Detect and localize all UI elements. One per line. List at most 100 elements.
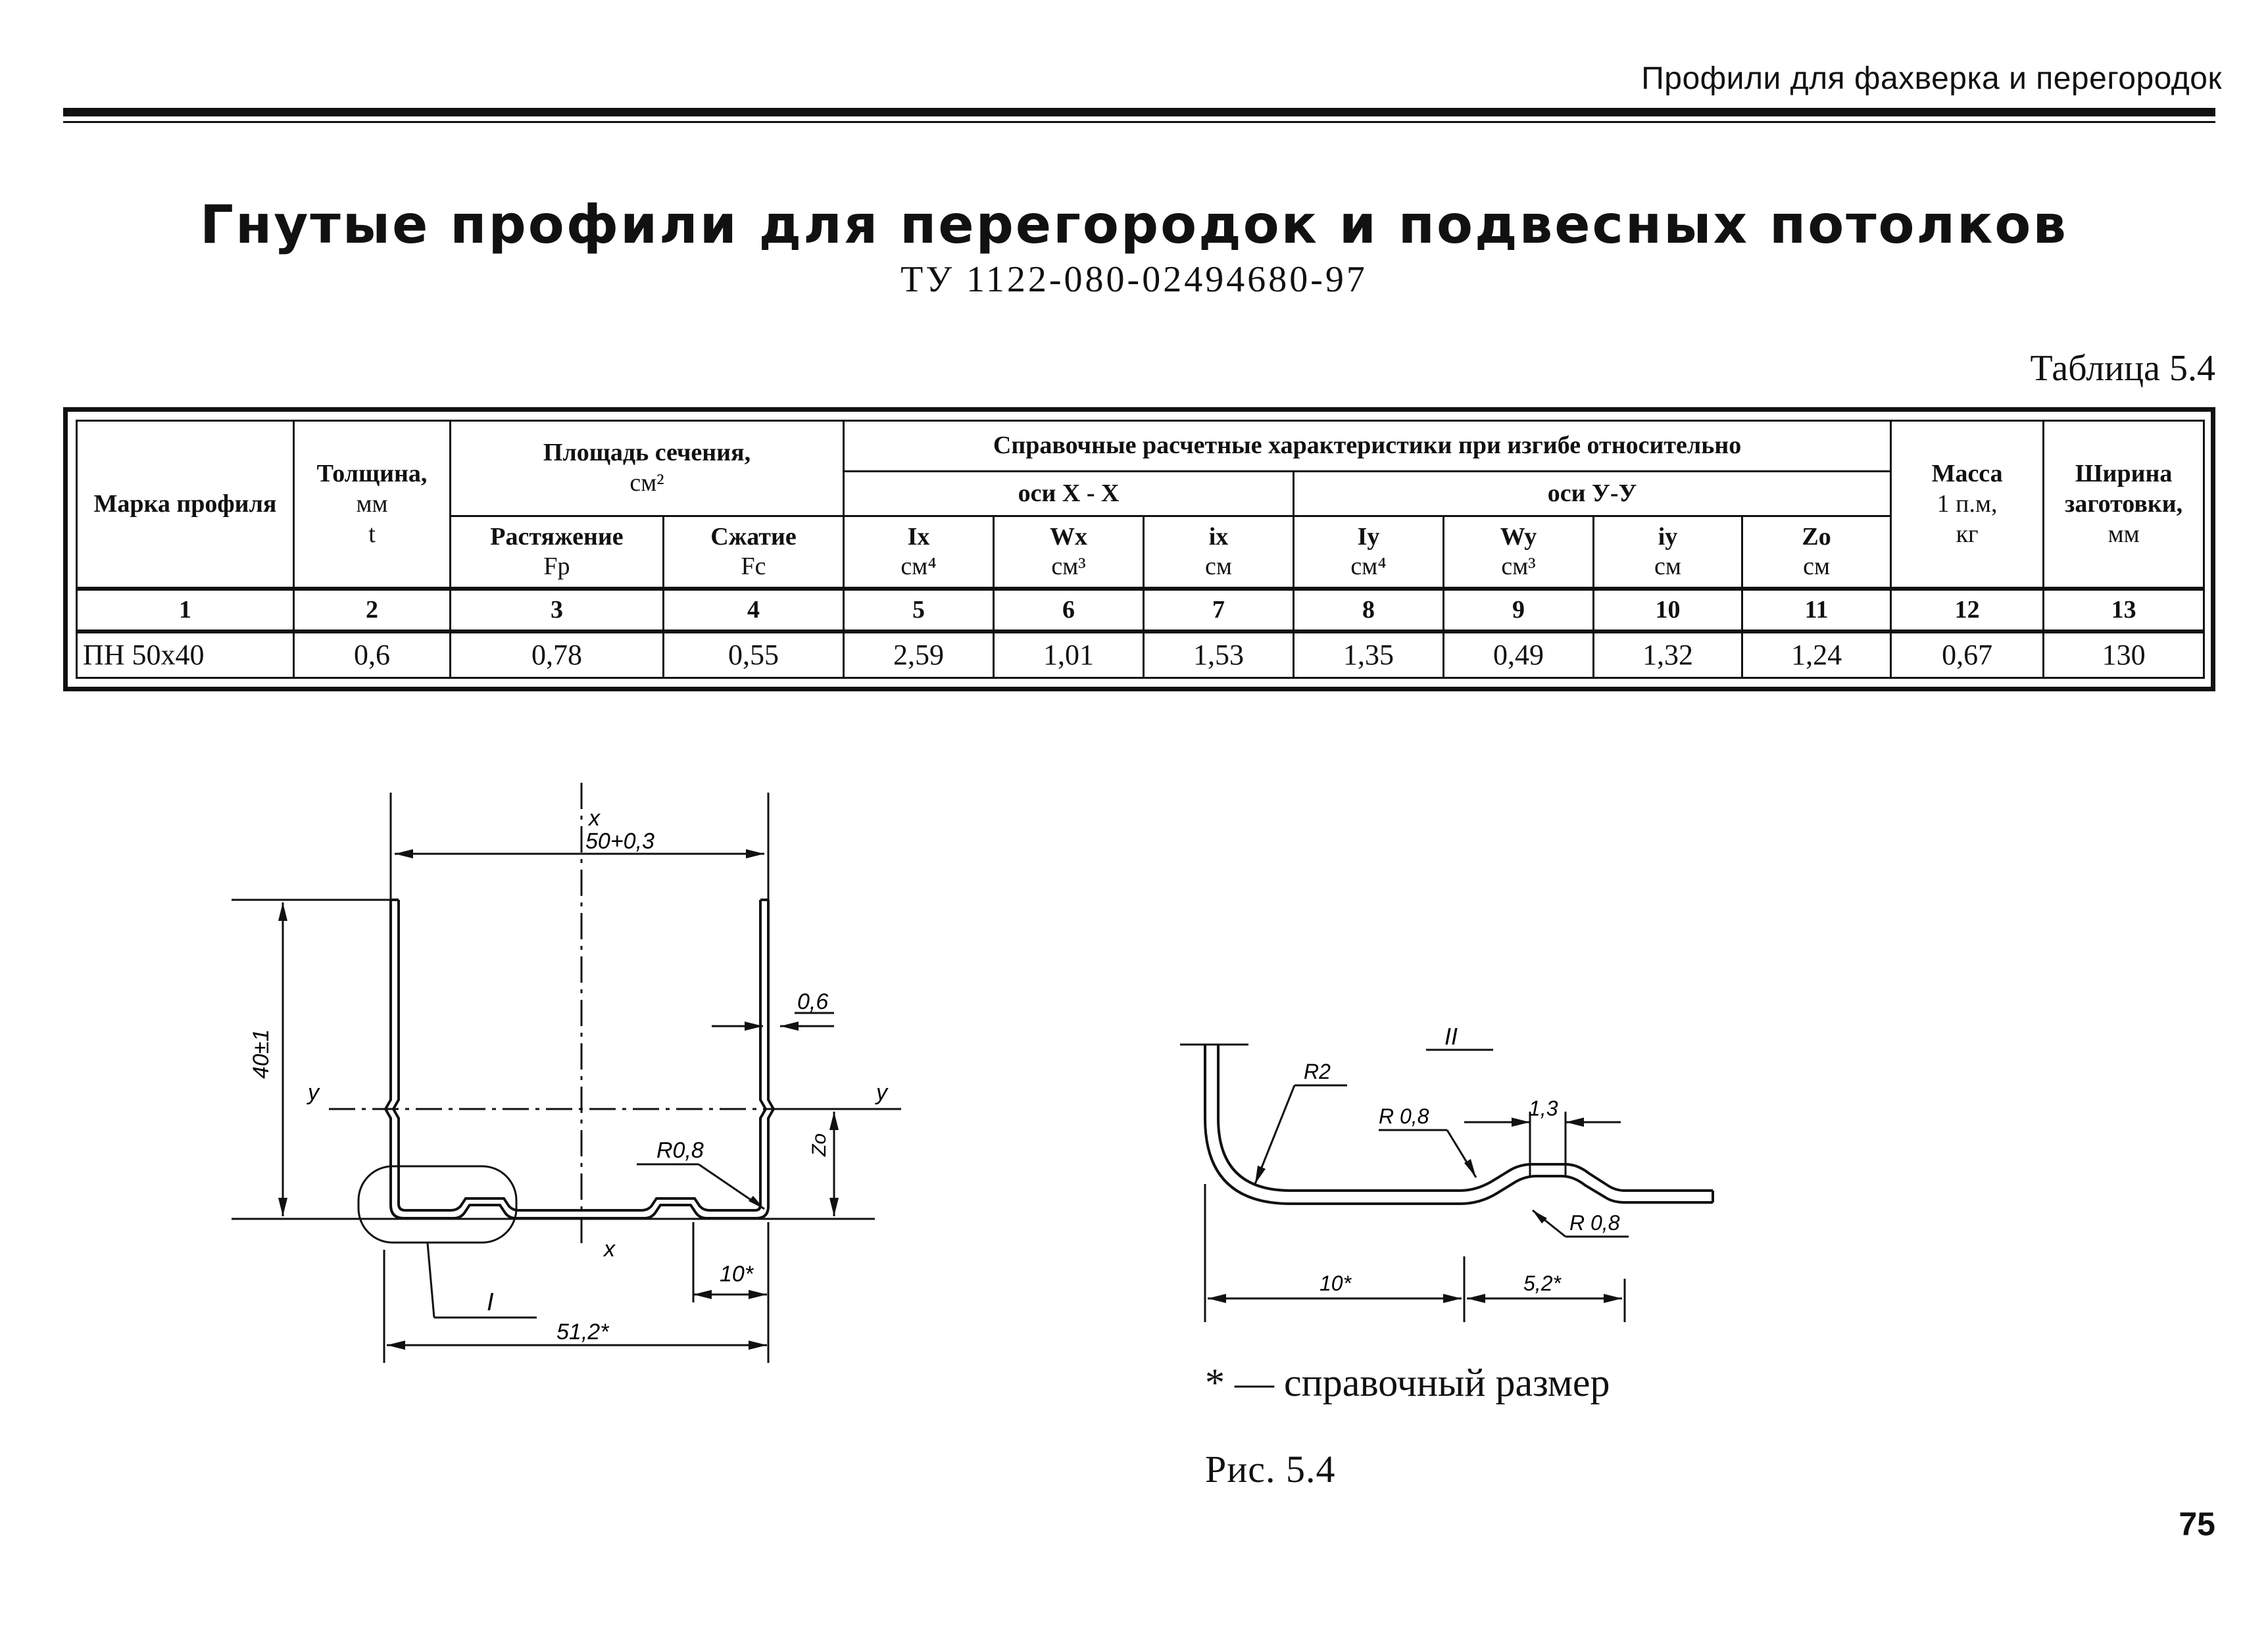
table-frame: Марка профиля Толщина, мм t Площадь сече… <box>63 407 2215 691</box>
header-bending: Справочные расчетные характеристики при … <box>843 420 1892 472</box>
header-axis-x-label: оси X - X <box>1018 479 1120 507</box>
table-cell: 0,67 <box>1890 629 2045 679</box>
column-number: 1 <box>76 587 295 633</box>
header-area-label: Площадь сечения, <box>543 439 751 467</box>
column-number: 7 <box>1143 587 1295 633</box>
column-number: 13 <box>2042 587 2206 633</box>
header-compression-label: Сжатие <box>710 522 797 551</box>
column-number: 4 <box>662 587 845 633</box>
header-ix-label: Ix <box>907 522 930 551</box>
header-compression-sym: Fc <box>741 553 766 581</box>
width-dim-label: 50+0,3 <box>585 829 654 854</box>
spec-table: Марка профиля Толщина, мм t Площадь сече… <box>76 419 2206 679</box>
header-mass-kg: кг <box>1956 520 1979 548</box>
figure-caption: Рис. 5.4 <box>1205 1448 1336 1491</box>
detail-drawing: II R2 R 0,8 1,3 R 0,8 10* 5,2* <box>1180 1023 1714 1322</box>
axis-x-top-label: x <box>587 806 601 831</box>
thickness-dim-label: 0,6 <box>797 989 828 1014</box>
header-thickness-unit: мм <box>356 489 388 518</box>
table-cell: 1,01 <box>993 629 1145 679</box>
table-cell: 0,6 <box>293 629 451 679</box>
column-number: 2 <box>293 587 451 633</box>
header-mass: Масса 1 п.м, кг <box>1890 420 2045 590</box>
detail-dim-10-label: 10* <box>1319 1271 1352 1295</box>
header-ixr-label: ix <box>1208 522 1229 551</box>
header-tension-label: Растяжение <box>490 522 624 551</box>
header-thickness: Толщина, мм t <box>293 420 451 590</box>
header-mark-label: Марка профиля <box>93 489 277 518</box>
header-zo-unit: см <box>1803 553 1831 581</box>
callout-label: I <box>487 1289 494 1316</box>
header-bending-label: Справочные расчетные характеристики при … <box>993 431 1742 459</box>
table-label: Таблица 5.4 <box>2030 348 2215 389</box>
column-number: 6 <box>993 587 1145 633</box>
running-header: Профили для фахверка и перегородок <box>1641 61 2222 96</box>
header-width-label: Ширина <box>2075 460 2173 488</box>
header-axis-y-label: оси У-У <box>1547 479 1637 507</box>
table-cell: 1,35 <box>1293 629 1445 679</box>
dim-10-label: 10* <box>720 1262 754 1287</box>
column-number: 9 <box>1442 587 1595 633</box>
r2-label: R2 <box>1304 1060 1331 1083</box>
header-iy-unit: см⁴ <box>1350 553 1387 581</box>
table-cell: 2,59 <box>843 629 995 679</box>
header-width-unit: мм <box>2108 520 2140 548</box>
header-zo-label: Zo <box>1802 522 1831 551</box>
header-iyr-label: iy <box>1658 522 1678 551</box>
table-cell-mark: ПН 50х40 <box>76 629 295 679</box>
column-number: 12 <box>1890 587 2045 633</box>
detail-dim-52-label: 5,2* <box>1523 1271 1562 1295</box>
header-axis-x: оси X - X <box>843 470 1295 518</box>
radius-label: R0,8 <box>656 1138 704 1163</box>
table-cell: 0,78 <box>449 629 664 679</box>
reference-dimension-note: * — справочный размер <box>1205 1361 1610 1404</box>
header-width: Ширина заготовки, мм <box>2042 420 2206 590</box>
axis-x-bottom-label: x <box>603 1237 616 1262</box>
header-rule <box>63 108 2215 116</box>
header-iyr-unit: см <box>1654 553 1681 581</box>
profile-drawing: x 50+0,3 40±1 y y 0,6 Zo R0,8 x 10* I 51… <box>232 783 901 1363</box>
table-cell: 1,24 <box>1741 629 1892 679</box>
header-wx-label: Wx <box>1050 522 1088 551</box>
page-title: Гнутые профили для перегородок и подвесн… <box>200 194 2068 255</box>
header-thickness-symbol: t <box>368 520 376 548</box>
header-mass-unit: 1 п.м, <box>1936 489 1998 518</box>
header-wy-label: Wy <box>1500 522 1537 551</box>
axis-y-right-label: y <box>875 1080 889 1105</box>
header-area-unit: см² <box>629 469 664 497</box>
column-number: 3 <box>449 587 664 633</box>
header-wy-unit: см³ <box>1501 553 1536 581</box>
header-rule-thin <box>63 121 2215 123</box>
header-wx-unit: см³ <box>1051 553 1086 581</box>
r08-top-label: R 0,8 <box>1379 1104 1429 1128</box>
total-dim-label: 51,2* <box>556 1320 610 1344</box>
column-number: 5 <box>843 587 995 633</box>
header-width-label-2: заготовки, <box>2065 489 2183 518</box>
column-number: 11 <box>1741 587 1892 633</box>
column-number: 8 <box>1293 587 1445 633</box>
header-thickness-label: Толщина, <box>316 460 428 488</box>
header-iy-label: Iy <box>1357 522 1380 551</box>
header-ix-unit: см⁴ <box>900 553 937 581</box>
table-cell: 1,53 <box>1143 629 1295 679</box>
page-subtitle: ТУ 1122-080-02494680-97 <box>900 259 1368 300</box>
r08-bottom-label: R 0,8 <box>1569 1211 1620 1235</box>
table-cell: 1,32 <box>1592 629 1744 679</box>
header-axis-y: оси У-У <box>1293 470 1892 518</box>
detail-title: II <box>1444 1023 1458 1050</box>
height-dim-label: 40±1 <box>249 1029 274 1079</box>
page-number: 75 <box>2179 1506 2215 1542</box>
header-ixr-unit: см <box>1205 553 1232 581</box>
header-area: Площадь сечения, см² <box>449 419 845 518</box>
table-cell: 130 <box>2042 629 2206 679</box>
